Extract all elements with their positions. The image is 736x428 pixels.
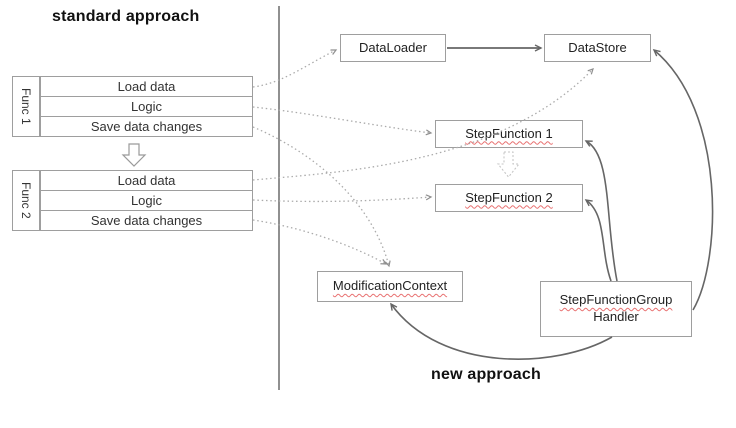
edge-handler-to-datastore (654, 50, 714, 311)
dataloader-label: DataLoader (359, 39, 427, 55)
modificationcontext-label: ModificationContext (332, 278, 448, 294)
func2-step-save-data-changes: Save data changes (40, 210, 253, 231)
new-approach-title: new approach (431, 366, 541, 383)
standard-approach-title: standard approach (52, 8, 200, 25)
func1-table: Func 1 Load data Logic Save data changes (12, 76, 253, 137)
edge-handler-to-stepfunction2 (586, 200, 612, 282)
func2-rows: Load data Logic Save data changes (40, 170, 253, 231)
stepfunctiongroup-handler-label-line2: Handler (593, 309, 639, 324)
modificationcontext-node: ModificationContext (317, 271, 463, 302)
datastore-node: DataStore (544, 34, 651, 62)
func1-rows: Load data Logic Save data changes (40, 76, 253, 137)
edge-func1-loaddata-to-dataloader (252, 50, 336, 88)
func2-step-load-data: Load data (40, 170, 253, 191)
datastore-label: DataStore (568, 39, 627, 55)
stepfunctiongroup-handler-node: StepFunctionGroup Handler (540, 281, 692, 337)
stepfunction2-node: StepFunction 2 (435, 184, 583, 212)
func1-label: Func 1 (19, 88, 33, 125)
dataloader-node: DataLoader (340, 34, 446, 62)
func1-step-load-data: Load data (40, 76, 253, 97)
edge-handler-to-stepfunction1 (586, 141, 618, 282)
stepfunctiongroup-handler-label-line1: StepFunctionGroup (559, 292, 673, 308)
stepfunction2-label: StepFunction 2 (465, 189, 553, 205)
section-divider-line (278, 6, 280, 390)
func1-step-logic: Logic (40, 96, 253, 117)
edge-func2-savedata-to-modificationcontext (252, 219, 386, 264)
func2-step-logic: Logic (40, 190, 253, 211)
func1-step-save-data-changes: Save data changes (40, 116, 253, 137)
func1-to-func2-flow-arrow (121, 143, 147, 167)
func2-label: Func 2 (19, 182, 33, 219)
stepfunction1-label: StepFunction 1 (465, 125, 553, 141)
edge-func1-savedata-to-modificationcontext (252, 126, 389, 266)
func2-table: Func 2 Load data Logic Save data changes (12, 170, 253, 231)
stepfunction1-node: StepFunction 1 (435, 120, 583, 148)
func2-label-cell: Func 2 (12, 170, 40, 231)
stepfunction1-to-stepfunction2-flow-arrow (496, 151, 521, 178)
func1-label-cell: Func 1 (12, 76, 40, 137)
